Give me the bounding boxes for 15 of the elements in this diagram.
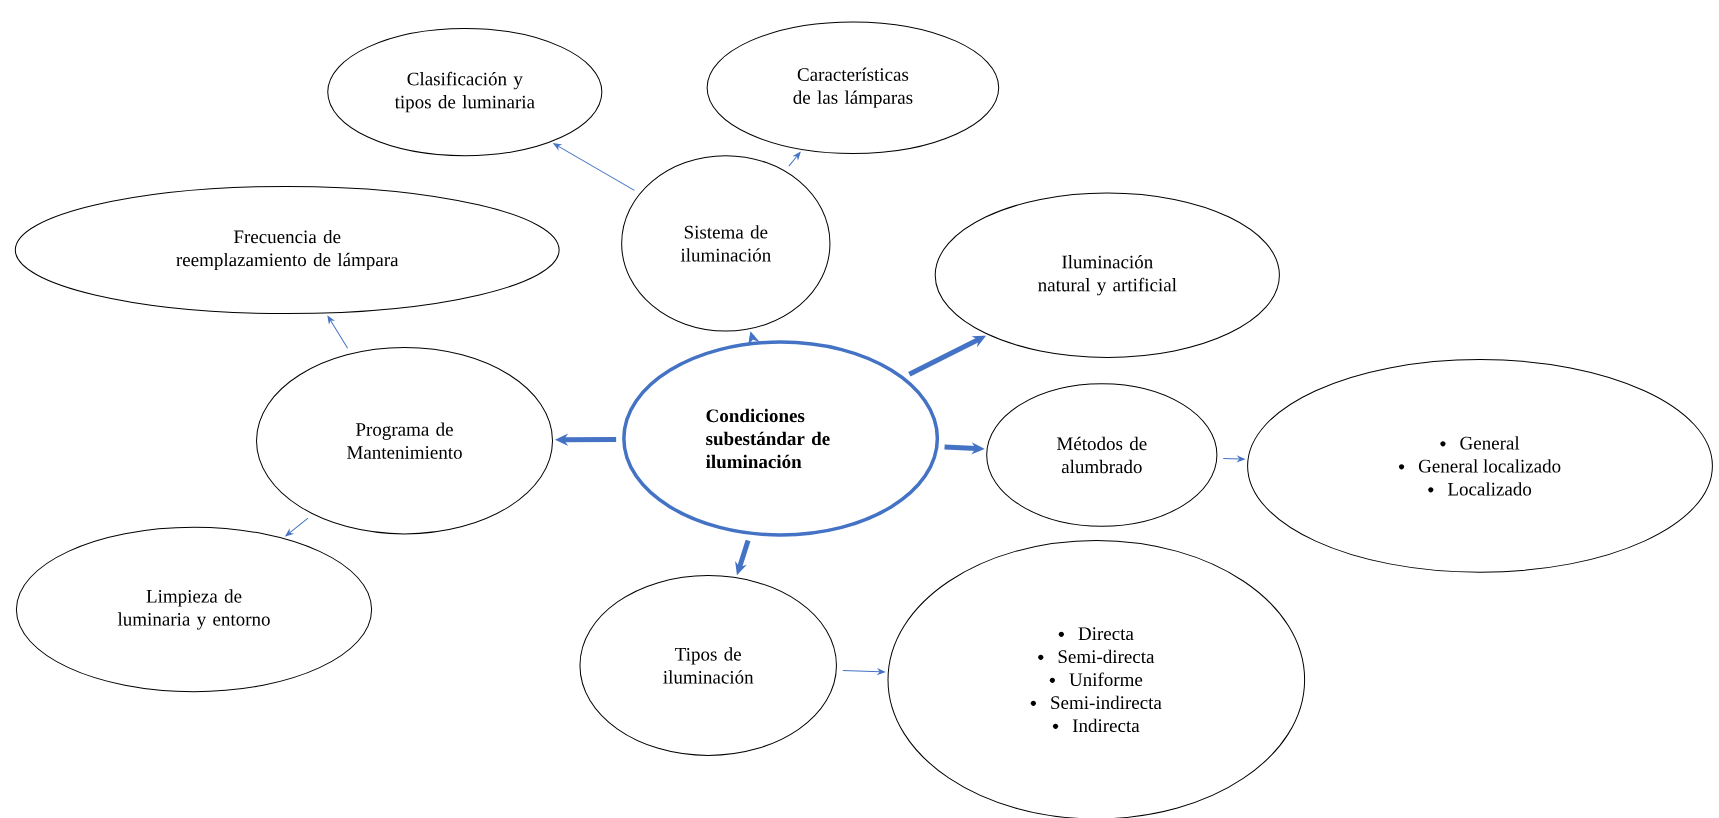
- ellipse-node: Métodos de alumbrado: [986, 383, 1218, 527]
- ellipse-node: Frecuencia de reemplazamiento de lámpara: [14, 185, 560, 315]
- arrow: [285, 517, 309, 537]
- ellipse-node: Iluminación natural y artificial: [934, 192, 1280, 358]
- ellipse-node: Sistema de iluminación: [621, 155, 831, 332]
- ellipse-node: Clasificación y tipos de luminaria: [327, 28, 603, 157]
- arrow: [1222, 456, 1245, 462]
- arrow: [788, 152, 801, 167]
- arrow: [553, 143, 635, 191]
- ellipse-node: Características de las lámparas: [706, 21, 1000, 154]
- ellipse-node: Limpieza de luminaria y entorno: [15, 526, 373, 693]
- ellipse-node: Programa de Mantenimiento: [256, 347, 553, 535]
- arrow: [327, 315, 349, 349]
- arrow: [842, 668, 885, 675]
- ellipse-node: Tipos de iluminación: [579, 575, 837, 756]
